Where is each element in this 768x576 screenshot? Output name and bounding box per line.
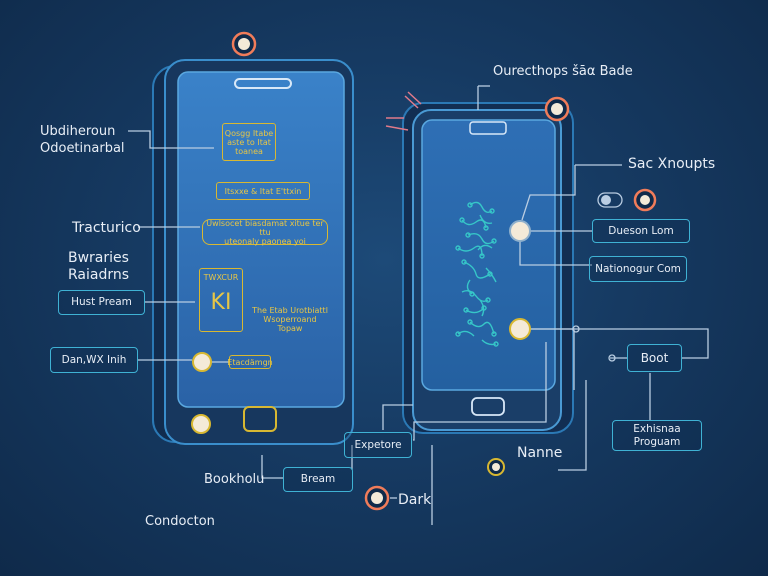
- dan-wx-button[interactable]: Dan,WX Inih: [50, 347, 138, 373]
- left-screen-box-1[interactable]: Qosgg Itabe aste to Itat toanea: [222, 123, 276, 161]
- label-bookholu: Bookholu: [204, 472, 265, 487]
- label-raiadrns: Raiadrns: [68, 267, 130, 283]
- label-sac-xnoupts: Sac Xnoupts: [628, 156, 716, 172]
- nationogur-com-button[interactable]: Nationogur Com: [589, 256, 687, 282]
- right-phone: [402, 102, 574, 434]
- exhisnaa-line1: Exhisnaa: [633, 422, 681, 435]
- exhisnaa-proguam-button[interactable]: Exhisnaa Proguam: [612, 420, 702, 451]
- expetore-button[interactable]: Expetore: [344, 432, 412, 458]
- label-odoetinarbal: Odoetinarbal: [40, 141, 125, 156]
- label-nanne: Nanne: [517, 445, 563, 461]
- label-title-ourecthops: Ourecthops šāα Bade: [493, 64, 633, 79]
- boot-button[interactable]: Boot: [627, 344, 682, 372]
- left-screen-box-4-letters: KI: [210, 290, 232, 315]
- left-screen-box-4[interactable]: TWXCUR KI: [199, 268, 243, 332]
- label-tracturico: Tracturico: [72, 220, 141, 236]
- bream-button[interactable]: Bream: [283, 467, 353, 492]
- label-dark: Dark: [398, 492, 432, 508]
- exhisnaa-line2: Proguam: [633, 435, 681, 448]
- label-ubdiheroun: Ubdiheroun: [40, 124, 116, 139]
- toggle-icon: [597, 192, 623, 208]
- left-screen-yellow-text: The Etab Urotbiattl Wsoperroand Topaw: [252, 306, 328, 333]
- left-screen-box-3[interactable]: Uwlsocet biasdamat xitue ter ttu uteonal…: [202, 219, 328, 246]
- left-screen-box-4-title: TWXCUR: [203, 273, 239, 282]
- node-ring-icon[interactable]: [191, 31, 657, 511]
- left-screen-small-box[interactable]: Etacdämgn: [227, 355, 273, 369]
- left-phone: [152, 59, 354, 445]
- signal-wave-icon: [385, 91, 422, 131]
- label-condocton: Condocton: [145, 514, 215, 529]
- label-bwraries: Bwraries: [68, 250, 129, 266]
- dueson-lom-button[interactable]: Dueson Lom: [592, 219, 690, 243]
- hust-pream-button[interactable]: Hust Pream: [58, 290, 145, 315]
- left-screen-box-2[interactable]: Itsxxe & Itat E'ttxin: [216, 182, 310, 200]
- connector-lines: [128, 85, 709, 525]
- circuit-pattern-icon: [455, 201, 499, 347]
